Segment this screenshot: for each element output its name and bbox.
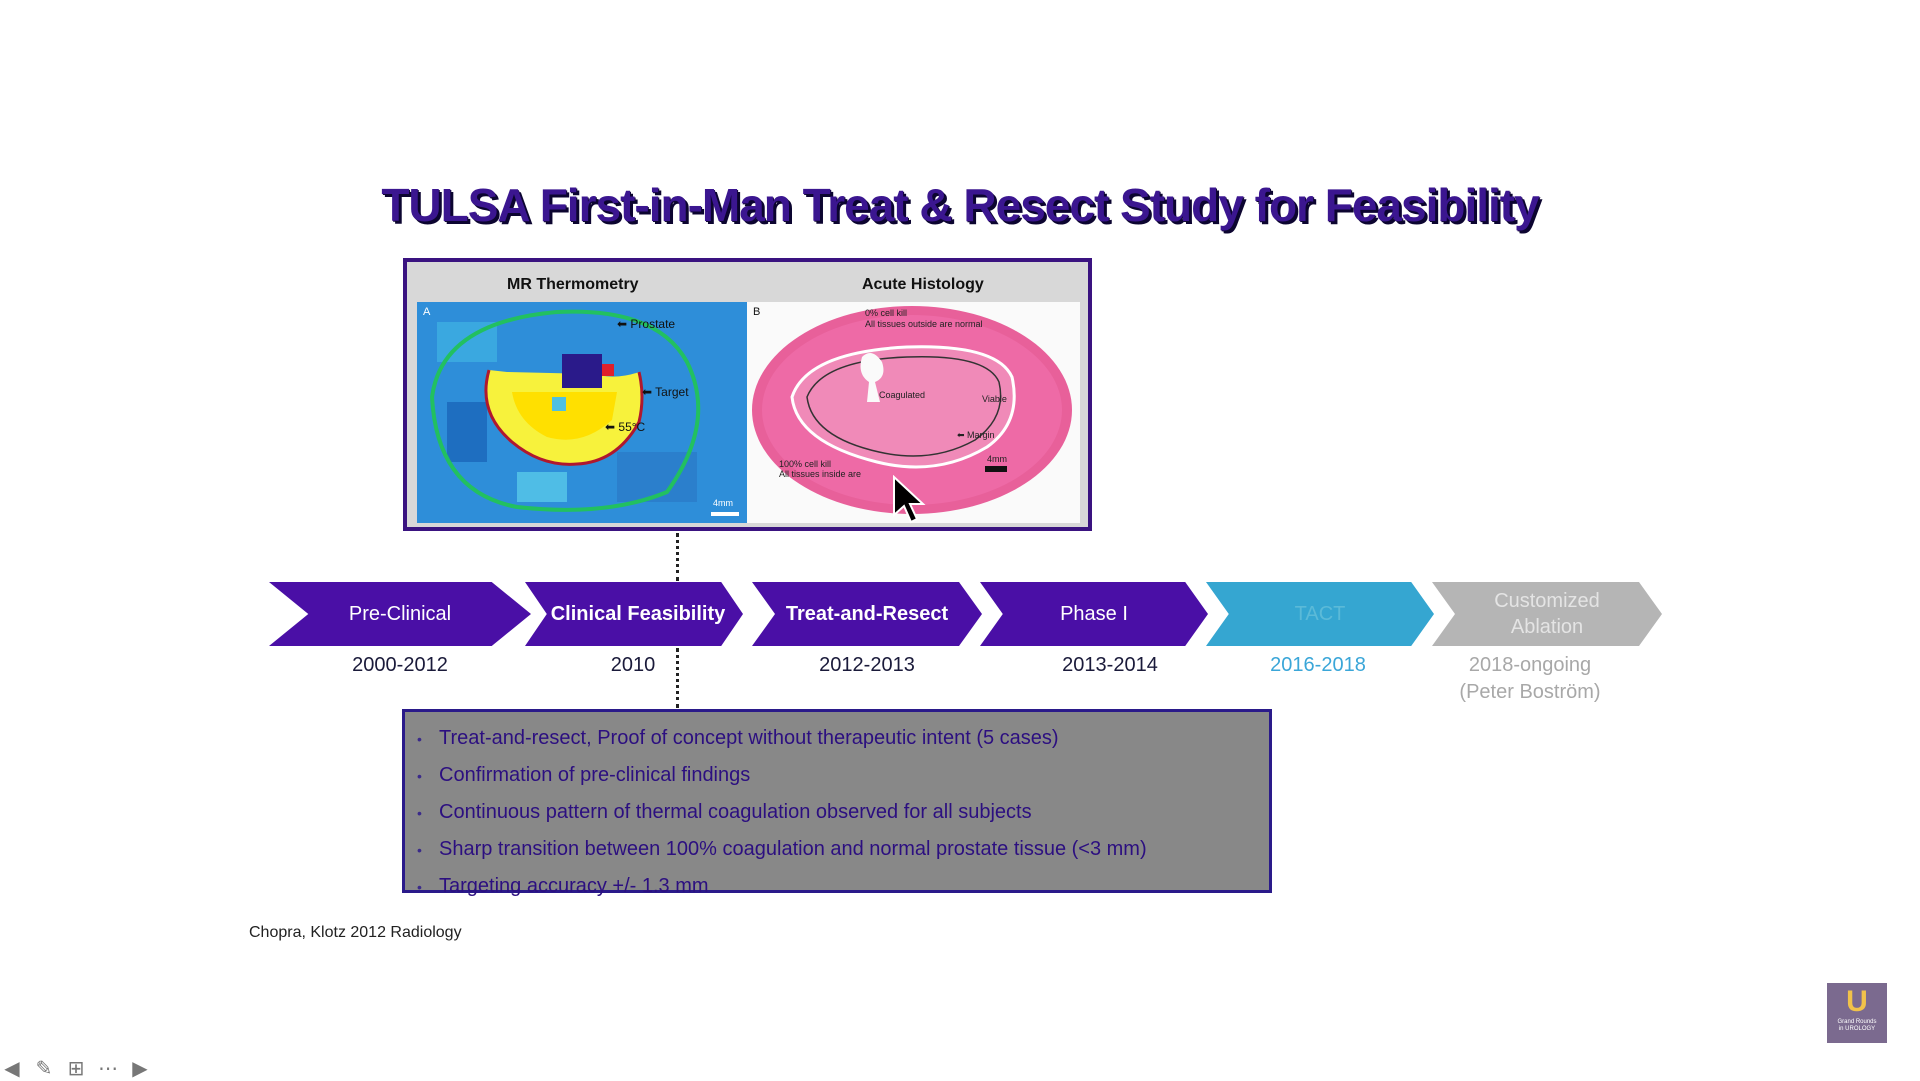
- next-slide-icon[interactable]: ▶: [132, 1058, 148, 1080]
- bullet-item: •Targeting accuracy +/- 1.3 mm: [417, 875, 709, 897]
- mr-thermometry-image: A ⬅ Prostate ⬅ Target ⬅ 55°C 4mm: [417, 302, 747, 523]
- stage-clinical-feasibility[interactable]: Clinical Feasibility: [525, 582, 743, 646]
- years-pre-clinical: 2000-2012: [352, 654, 448, 676]
- panel-a-scale-bar: [711, 512, 739, 516]
- pen-icon[interactable]: ✎: [35, 1058, 53, 1080]
- citation: Chopra, Klotz 2012 Radiology: [249, 924, 462, 941]
- temperature-label: ⬅ 55°C: [605, 420, 646, 434]
- slide-title: TULSA First-in-Man Treat & Resect Study …: [381, 179, 1539, 231]
- slides-grid-icon[interactable]: ⊞: [67, 1058, 85, 1080]
- histology-image: B 0% cell kill All tissues outside are n…: [747, 302, 1080, 523]
- thermometry-map: [417, 302, 747, 523]
- full-cell-kill-note: 100% cell kill: [779, 459, 832, 469]
- stage-tact[interactable]: TACT: [1206, 582, 1434, 646]
- mr-thermometry-caption: MR Thermometry: [507, 276, 639, 293]
- years-tact: 2016-2018: [1270, 654, 1366, 676]
- stage-customized-ablation[interactable]: Customized Ablation: [1432, 582, 1662, 646]
- inside-tissue-note: All tissues inside are: [779, 469, 862, 479]
- stage-pre-clinical[interactable]: Pre-Clinical: [269, 582, 531, 646]
- bullet-item: •Continuous pattern of thermal coagulati…: [417, 801, 1032, 823]
- acute-histology-caption: Acute Histology: [862, 276, 984, 293]
- panel-a-scale: 4mm: [713, 498, 733, 508]
- grand-rounds-logo: U Grand Rounds in UROLOGY: [1827, 983, 1887, 1043]
- connector-dots-bottom: [676, 648, 679, 708]
- viable-label: Viable: [982, 394, 1007, 404]
- outside-normal-note: All tissues outside are normal: [865, 319, 983, 329]
- stage-treat-and-resect[interactable]: Treat-and-Resect: [752, 582, 982, 646]
- prostate-label: ⬅ Prostate: [617, 317, 676, 331]
- margin-label: ⬅ Margin: [957, 430, 995, 440]
- zero-cell-kill-note: 0% cell kill: [865, 308, 908, 318]
- panel-b-scale: 4mm: [987, 454, 1007, 464]
- years-customized-ablation: 2018-ongoing (Peter Boström): [1459, 654, 1601, 703]
- connector-dots-top: [676, 533, 679, 581]
- bullet-item: •Confirmation of pre-clinical findings: [417, 764, 751, 786]
- findings-box: •Treat-and-resect, Proof of concept with…: [402, 709, 1272, 897]
- bullet-item: •Sharp transition between 100% coagulati…: [417, 838, 1147, 860]
- coagulated-label: Coagulated: [879, 390, 926, 400]
- stage-phase-i[interactable]: Phase I: [980, 582, 1208, 646]
- years-clinical-feasibility: 2010: [610, 654, 656, 676]
- mouse-cursor-icon: [893, 475, 926, 524]
- histology-section: [752, 306, 1072, 514]
- figure-panel: MR Thermometry Acute Histology A ⬅ Prost…: [403, 258, 1092, 531]
- more-options-icon[interactable]: ⋯: [98, 1058, 118, 1080]
- presentation-toolbar: ◀ ✎ ⊞ ⋯ ▶: [0, 1057, 152, 1081]
- panel-b-letter: B: [753, 306, 761, 318]
- years-phase-i: 2013-2014: [1062, 654, 1158, 676]
- panel-a-letter: A: [423, 306, 431, 318]
- bullet-item: •Treat-and-resect, Proof of concept with…: [417, 727, 1059, 749]
- previous-slide-icon[interactable]: ◀: [4, 1058, 20, 1080]
- target-label: ⬅ Target: [642, 385, 689, 399]
- years-treat-and-resect: 2012-2013: [819, 654, 915, 676]
